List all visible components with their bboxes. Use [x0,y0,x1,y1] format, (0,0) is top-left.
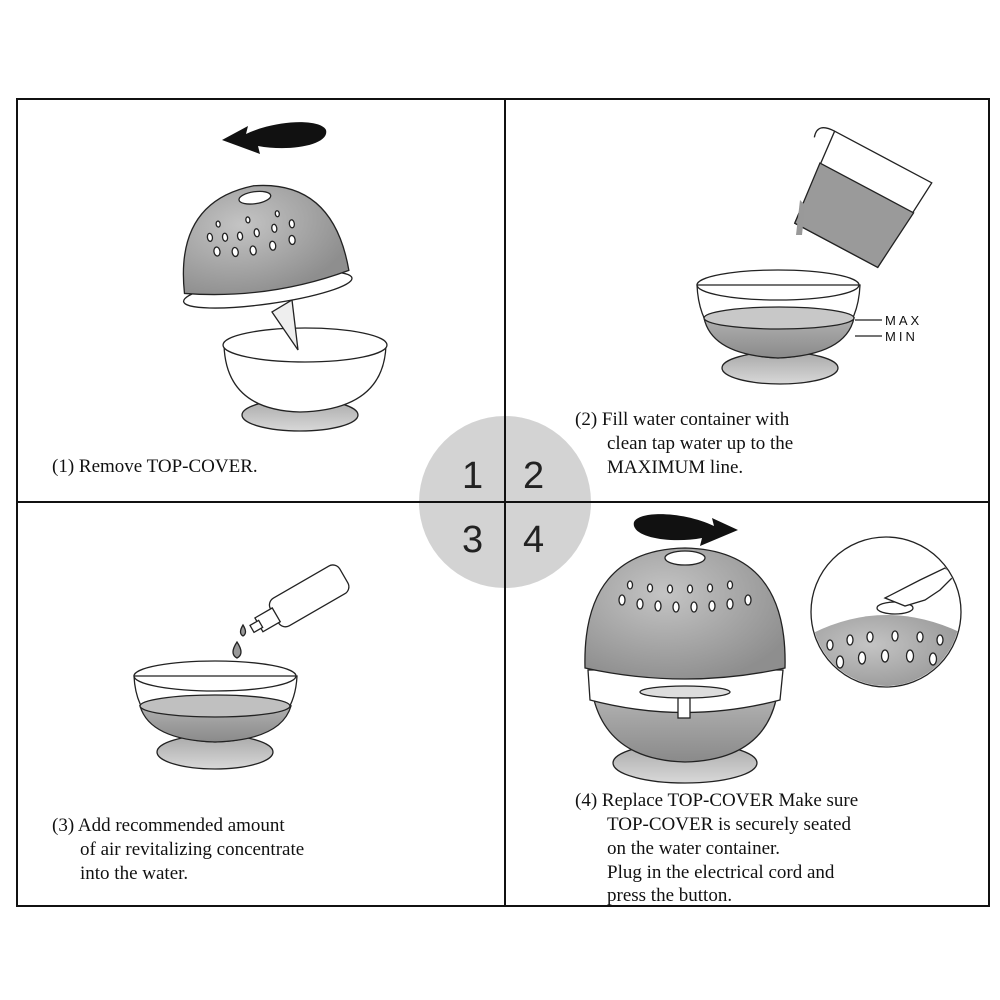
min-level-label: MIN [885,329,918,344]
step-3-caption-line-1: (3) Add recommended amount [52,815,285,836]
step-4-caption-line-5: press the button. [607,885,732,906]
inset-detail [810,536,962,688]
step-number-1: 1 [462,455,483,497]
rotate-arrow-icon [633,514,738,546]
hand-icon [883,567,957,607]
step-3-caption-line-3: into the water. [80,863,188,884]
step-4-caption-line-1: (4) Replace TOP-COVER Make sure [575,790,858,811]
panel-1-illustration [182,122,388,432]
step-4-caption-line-3: on the water container. [607,838,780,859]
panel-2-illustration [696,127,933,385]
panel-3-illustration [133,564,350,770]
step-1-caption: (1) Remove TOP-COVER. [52,456,258,477]
step-4-caption-line-2: TOP-COVER is securely seated [607,814,851,835]
step-2-caption-line-1: (2) Fill water container with [575,409,790,430]
pitcher-icon [793,127,933,269]
rotate-arrow-icon [222,122,327,154]
step-2-caption-line-2: clean tap water up to the [607,433,793,454]
bottle-icon [249,564,350,634]
max-level-label: MAX [885,313,922,328]
step-number-2: 2 [523,455,544,497]
step-number-4: 4 [523,519,544,561]
step-number-3: 3 [462,519,483,561]
step-4-caption-line-4: Plug in the electrical cord and [607,862,835,883]
panel-4-illustration [584,514,962,784]
step-2-caption-line-3: MAXIMUM line. [607,457,743,478]
step-3-caption-line-2: of air revitalizing concentrate [80,839,304,860]
